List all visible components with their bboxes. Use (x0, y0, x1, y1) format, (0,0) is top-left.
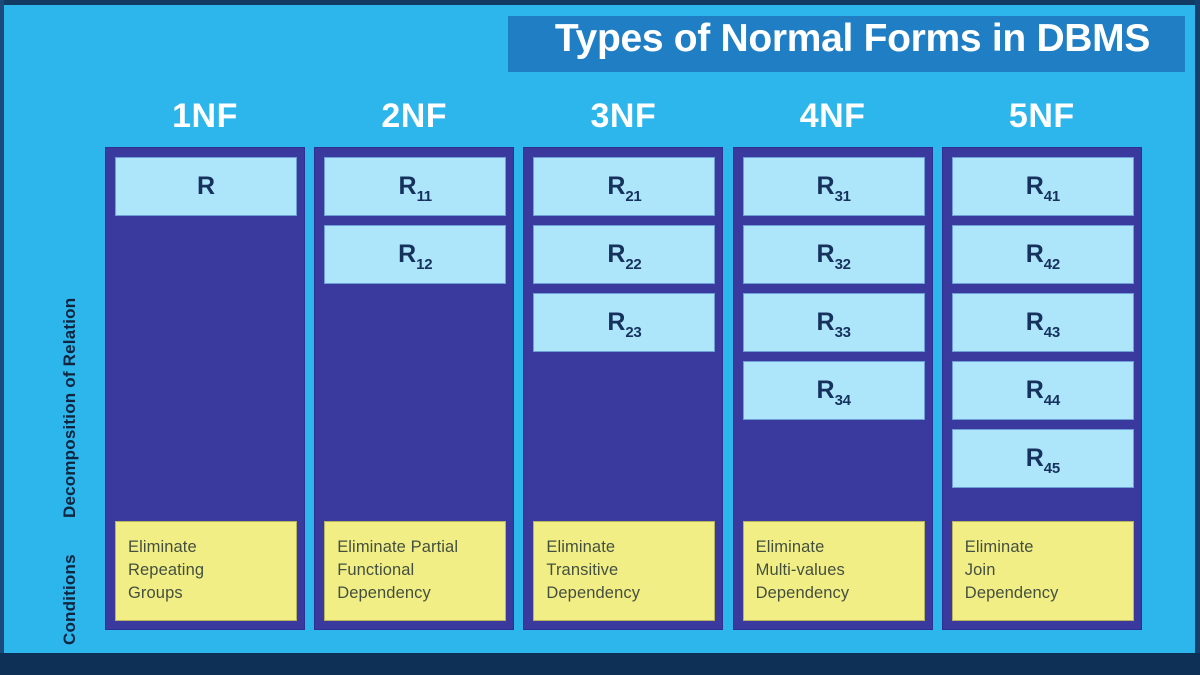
condition-line: Eliminate (546, 538, 616, 556)
relation-box: R31 (742, 157, 925, 216)
column-header-3nf: 3NF (590, 97, 657, 135)
frame-bottom-border (0, 653, 1200, 675)
relation-subscript: 22 (625, 256, 642, 273)
relation-label: R (1025, 444, 1044, 472)
relation-box: R32 (742, 225, 925, 284)
condition-line: Groups (128, 584, 183, 602)
relation-subscript: 33 (834, 324, 851, 341)
condition-line: Eliminate (964, 538, 1034, 556)
relation-label: R (398, 172, 417, 200)
relation-box: R42 (951, 225, 1134, 284)
relation-box: R45 (951, 429, 1134, 488)
relation-box: R33 (742, 293, 925, 352)
relation-box: R21 (533, 157, 716, 216)
condition-line: Join (964, 561, 996, 579)
relation-box: R44 (951, 361, 1134, 420)
axis-label-decomposition: Decomposition of Relation (60, 297, 79, 518)
page-title: Types of Normal Forms in DBMS (554, 17, 1151, 60)
relation-subscript: 21 (625, 188, 642, 205)
frame-top-border (0, 0, 1200, 5)
relation-label: R (1025, 376, 1044, 404)
relation-label: R (607, 240, 626, 268)
condition-line: Functional (337, 561, 415, 579)
frame-left-border (0, 0, 4, 675)
condition-line: Eliminate (755, 538, 825, 556)
relation-box: R43 (951, 293, 1134, 352)
relation-subscript: 41 (1043, 188, 1060, 205)
relation-subscript: 11 (416, 188, 433, 205)
relation-box: R12 (324, 225, 507, 284)
relation-label: R (1025, 240, 1044, 268)
relation-label: R (1025, 172, 1044, 200)
condition-line: Dependency (755, 584, 850, 602)
title-banner (508, 16, 1185, 72)
column-header-2nf: 2NF (381, 97, 448, 135)
relation-subscript: 34 (834, 392, 851, 409)
column-header-1nf: 1NF (172, 97, 238, 135)
frame-right-border (1195, 0, 1200, 675)
relation-subscript: 32 (834, 256, 851, 273)
relation-subscript: 43 (1043, 324, 1060, 341)
relation-label: R (816, 308, 835, 336)
relation-subscript: 42 (1043, 256, 1060, 273)
relation-label: R (196, 172, 216, 200)
condition-line: Dependency (546, 584, 641, 602)
relation-label: R (398, 240, 417, 268)
relation-box: R22 (533, 225, 716, 284)
relation-subscript: 23 (625, 324, 642, 341)
relation-label: R (816, 240, 835, 268)
relation-box: R23 (533, 293, 716, 352)
relation-subscript: 44 (1043, 392, 1060, 409)
relation-label: R (607, 308, 626, 336)
relation-label: R (816, 376, 835, 404)
relation-label: R (816, 172, 835, 200)
relation-box: R34 (742, 361, 925, 420)
relation-label: R (607, 172, 626, 200)
relation-box: R41 (951, 157, 1134, 216)
condition-line: Eliminate Partial (337, 538, 459, 556)
condition-line: Multi-values (755, 561, 845, 579)
axis-label-conditions: Conditions (60, 554, 79, 645)
condition-line: Dependency (337, 584, 431, 602)
column-header-5nf: 5NF (1008, 97, 1075, 135)
condition-line: Transitive (546, 561, 619, 579)
condition-line: Dependency (964, 584, 1059, 602)
relation-subscript: 12 (416, 256, 433, 273)
column-header-4nf: 4NF (799, 97, 866, 135)
relation-subscript: 31 (834, 188, 851, 205)
relation-box: R11 (324, 157, 507, 216)
condition-line: Eliminate (128, 538, 197, 556)
relation-label: R (1025, 308, 1044, 336)
condition-line: Repeating (128, 561, 205, 579)
relation-box: R (115, 157, 297, 216)
relation-subscript: 45 (1043, 460, 1060, 477)
